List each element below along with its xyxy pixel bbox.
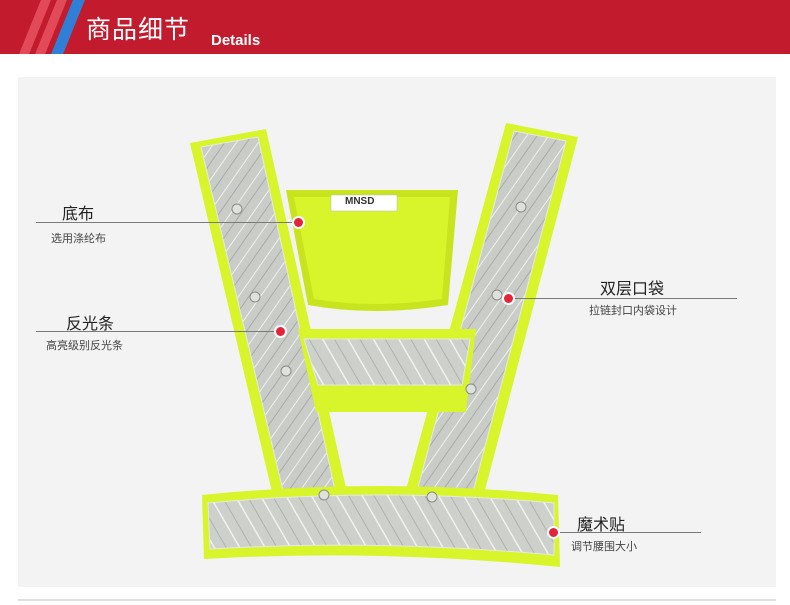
vest-label-text: MNSD <box>345 196 375 207</box>
callout-leader-line <box>36 331 280 332</box>
callout-leader-line <box>36 222 298 223</box>
product-image-area: MNSD <box>18 77 776 587</box>
callout-title: 反光条 <box>66 314 115 333</box>
marker-dot <box>547 526 560 539</box>
callout-title: 底布 <box>62 204 95 223</box>
vest-snaps <box>231 201 527 503</box>
callout-title: 魔术贴 <box>577 515 626 534</box>
marker-dot <box>292 216 305 229</box>
callout-description: 高亮级别反光条 <box>46 339 123 352</box>
callout-title: 双层口袋 <box>600 279 665 298</box>
section-title: 商品细节 <box>86 15 191 44</box>
section-header-banner: 商品细节 Details <box>0 0 790 54</box>
section-subtitle: Details <box>211 32 261 49</box>
vest-label-tag <box>330 194 398 212</box>
callout-description: 拉链封口内袋设计 <box>589 304 677 317</box>
vest-back-panel-inner <box>294 197 450 304</box>
callout-leader-line <box>508 298 737 299</box>
reflective-strip-cross <box>303 338 471 386</box>
callout-leader-line <box>553 532 701 533</box>
bottom-divider <box>18 599 776 601</box>
marker-dot <box>502 292 515 305</box>
callout-description: 选用涤纶布 <box>51 232 106 245</box>
marker-dot <box>274 325 287 338</box>
reflective-strip-belt <box>207 494 555 556</box>
callout-description: 调节腰围大小 <box>571 540 637 553</box>
vest-illustration <box>190 123 578 567</box>
